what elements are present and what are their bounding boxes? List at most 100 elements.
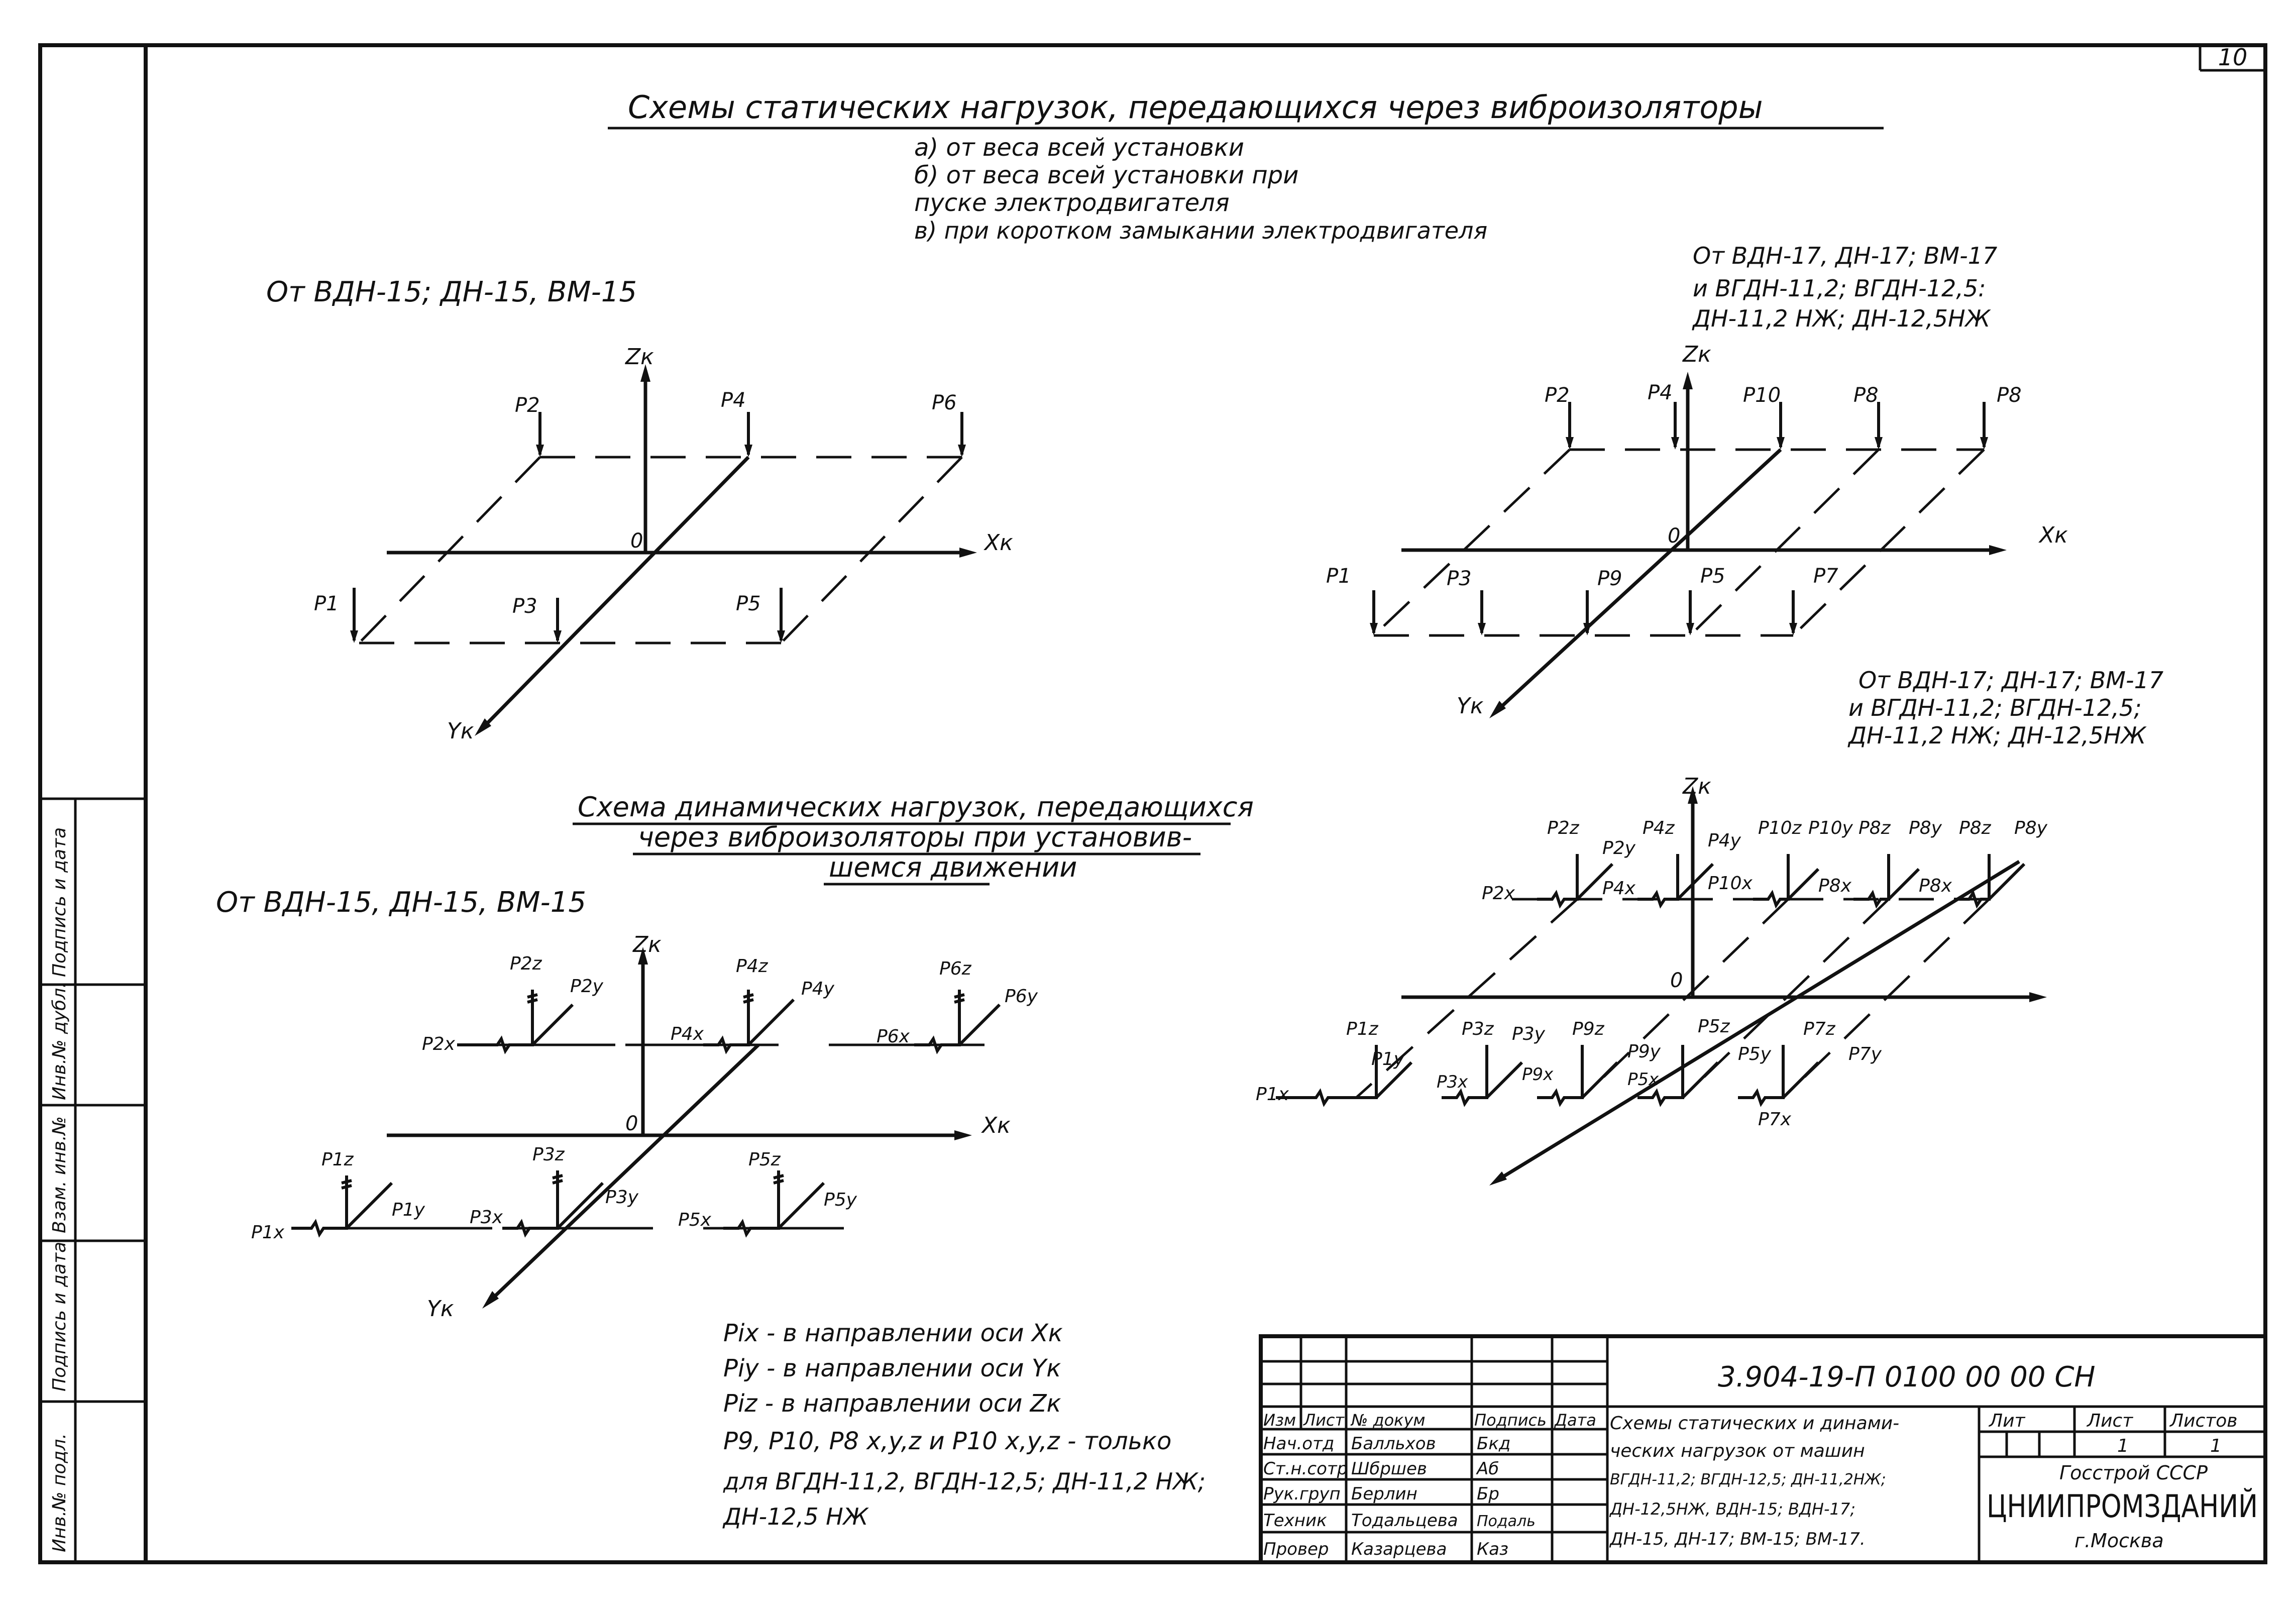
svg-text:Yк: Yк: [447, 718, 474, 744]
svg-text:Изм: Изм: [1263, 1411, 1296, 1430]
legend-line-4: P9, P10, P8 x,y,z и P10 x,y,z - только: [723, 1427, 1171, 1455]
svg-text:P2x: P2x: [422, 1034, 456, 1054]
svg-text:P3y: P3y: [1512, 1024, 1546, 1044]
dynamic-right-caption-2: и ВГДН-11,2; ВГДН-12,5;: [1848, 694, 2142, 721]
stamp-podpis-1: Подпись и дата: [49, 1242, 70, 1391]
doc-title-1: Схемы статических и динами-: [1610, 1413, 1899, 1434]
dynamic-right-caption-3: ДН-11,2 НЖ; ДН-12,5НЖ: [1847, 722, 2147, 749]
title-block: 3.904-19-П 0100 00 00 СН Изм Лист № доку…: [1259, 1334, 2267, 1564]
svg-text:P7x: P7x: [1758, 1109, 1792, 1130]
legend: Pix - в направлении оси Xк Piy - в напра…: [722, 1319, 1206, 1530]
svg-text:P5z: P5z: [1698, 1016, 1730, 1037]
dynamic-right-diagram: От ВДН-17; ДН-17; ВМ-17 и ВГДН-11,2; ВГД…: [1256, 667, 2163, 1186]
doc-title-4: ДН-12,5НЖ, ВДН-15; ВДН-17;: [1609, 1499, 1855, 1519]
svg-text:P7: P7: [1813, 565, 1838, 588]
svg-text:P1: P1: [1326, 565, 1351, 588]
note-b: б) от веса всей установки при: [914, 161, 1298, 189]
svg-text:P5y: P5y: [824, 1190, 857, 1210]
svg-text:P6: P6: [932, 391, 957, 414]
org-line-1: Госстрой СССР: [2059, 1462, 2208, 1484]
svg-text:P1y: P1y: [392, 1200, 425, 1220]
svg-text:P8x: P8x: [1818, 876, 1852, 896]
static-right-caption-2: и ВГДН-11,2; ВГДН-12,5:: [1693, 275, 1986, 302]
svg-text:P5x: P5x: [1627, 1069, 1659, 1090]
note-a: а) от веса всей установки: [914, 134, 1244, 162]
svg-text:Подпись: Подпись: [1474, 1411, 1547, 1430]
name-tech: Тодальцева: [1351, 1511, 1458, 1531]
svg-text:P4z: P4z: [1643, 818, 1675, 838]
static-right-caption-1: От ВДН-17, ДН-17; ВМ-17: [1693, 242, 1997, 269]
svg-text:0: 0: [1670, 969, 1683, 992]
doc-title-2: ческих нагрузок от машин: [1610, 1441, 1865, 1461]
svg-text:Zк: Zк: [1682, 342, 1711, 367]
svg-text:P3z: P3z: [1462, 1019, 1494, 1039]
name-prov: Казарцева: [1351, 1539, 1447, 1559]
legend-line-2: Piy - в направлении оси Yк: [723, 1354, 1061, 1382]
role-tech: Техник: [1263, 1511, 1327, 1531]
role-st: Ст.н.сотр: [1263, 1459, 1348, 1479]
svg-text:P6x: P6x: [877, 1026, 910, 1047]
svg-text:P8z: P8z: [1858, 818, 1891, 838]
legend-line-1: Pix - в направлении оси Xк: [723, 1319, 1063, 1347]
svg-text:P4x: P4x: [1602, 878, 1636, 899]
legend-line-6: ДН-12,5 НЖ: [722, 1503, 869, 1530]
dynamic-title-2: через виброизоляторы при установив-: [638, 821, 1192, 853]
role-ruk: Рук.груп: [1263, 1484, 1341, 1504]
svg-text:P1z: P1z: [1346, 1019, 1379, 1039]
name-nach: Балльхов: [1351, 1434, 1436, 1454]
svg-text:P8x: P8x: [1919, 876, 1952, 896]
note-v: в) при коротком замыкании электродвигате…: [914, 217, 1487, 244]
static-left-caption: От ВДН-15; ДН-15, ВМ-15: [266, 276, 637, 308]
stamp-inv-podl: Инв.№ подл.: [49, 1433, 70, 1552]
svg-text:P6z: P6z: [939, 958, 972, 979]
svg-text:P3: P3: [512, 595, 537, 618]
svg-text:0: 0: [630, 529, 643, 553]
note-b2: пуске электродвигателя: [914, 189, 1230, 217]
name-st: Шбршев: [1351, 1459, 1427, 1479]
svg-text:P7y: P7y: [1848, 1044, 1882, 1064]
svg-text:P4: P4: [1648, 381, 1673, 404]
svg-text:P2z: P2z: [1547, 818, 1580, 838]
role-prov: Провер: [1263, 1539, 1329, 1559]
svg-text:P4z: P4z: [736, 956, 769, 977]
svg-text:P3z: P3z: [532, 1144, 565, 1165]
svg-text:P5x: P5x: [678, 1210, 712, 1230]
name-ruk: Берлин: [1351, 1484, 1417, 1504]
svg-text:P10z: P10z: [1758, 818, 1802, 838]
static-right-caption-3: ДН-11,2 НЖ; ДН-12,5НЖ: [1692, 305, 1992, 332]
svg-text:P4: P4: [721, 389, 746, 412]
dynamic-left-diagram: От ВДН-15, ДН-15, ВМ-15 Zк Xк 0 Yк: [216, 886, 1038, 1322]
svg-text:P7z: P7z: [1803, 1019, 1836, 1039]
svg-text:P5z: P5z: [748, 1149, 781, 1170]
svg-text:P2x: P2x: [1482, 883, 1515, 904]
svg-text:Лит: Лит: [1988, 1411, 2025, 1431]
svg-text:P4y: P4y: [1708, 830, 1741, 851]
svg-text:P8y: P8y: [1909, 818, 1942, 838]
sign-ruk: Бр: [1477, 1484, 1499, 1504]
svg-text:P10x: P10x: [1708, 873, 1753, 894]
svg-text:1: 1: [2210, 1436, 2222, 1456]
svg-text:P1z: P1z: [321, 1149, 354, 1170]
svg-text:Yк: Yк: [1457, 693, 1484, 719]
svg-text:P5: P5: [1700, 565, 1725, 588]
svg-text:0: 0: [625, 1112, 638, 1135]
svg-text:Zк: Zк: [625, 344, 654, 370]
main-title: Схемы статических нагрузок, передающихся…: [628, 89, 1763, 126]
dynamic-left-caption: От ВДН-15, ДН-15, ВМ-15: [216, 886, 586, 919]
legend-line-3: Piz - в направлении оси Zк: [723, 1389, 1061, 1418]
svg-text:№ докум: № докум: [1350, 1411, 1426, 1430]
role-nach: Нач.отд: [1263, 1434, 1334, 1454]
static-right-diagram: От ВДН-17, ДН-17; ВМ-17 и ВГДН-11,2; ВГД…: [1326, 242, 2068, 719]
stamp-podpis-2: Подпись и дата: [49, 827, 70, 977]
dynamic-title-1: Схема динамических нагрузок, передающихс…: [578, 791, 1254, 823]
svg-text:P3y: P3y: [605, 1187, 639, 1208]
svg-text:P5: P5: [736, 592, 761, 615]
svg-text:Лист: Лист: [2086, 1411, 2133, 1431]
doc-title-5: ДН-15, ДН-17; ВМ-15; ВМ-17.: [1609, 1529, 1866, 1549]
svg-text:Zк: Zк: [632, 932, 662, 957]
svg-text:1: 1: [2117, 1436, 2129, 1456]
svg-text:P3x: P3x: [470, 1207, 503, 1228]
svg-text:P3x: P3x: [1437, 1072, 1468, 1092]
svg-text:Xк: Xк: [981, 1113, 1011, 1138]
